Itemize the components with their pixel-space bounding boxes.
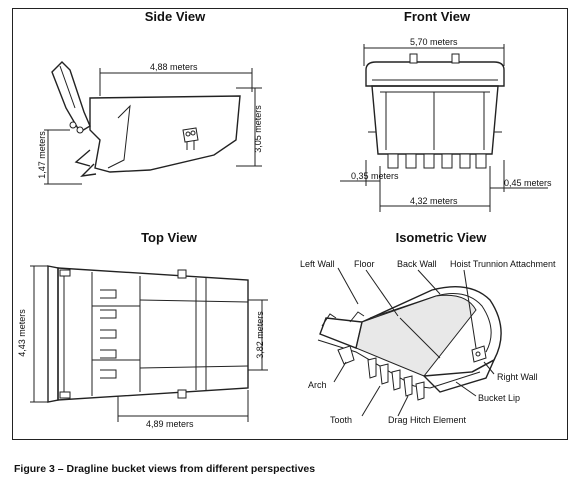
side-view-title: Side View	[144, 9, 206, 24]
label-drag-hitch: Drag Hitch Element	[388, 415, 467, 425]
dim-top-length: 4,89 meters	[146, 419, 194, 429]
label-arch: Arch	[308, 380, 327, 390]
dim-front-width: 5,70 meters	[410, 37, 458, 47]
label-back-wall: Back Wall	[397, 259, 437, 269]
front-view-title: Front View	[403, 9, 471, 24]
figure-caption: Figure 3 – Dragline bucket views from di…	[14, 463, 316, 475]
dim-front-right: 0,45 meters	[504, 178, 552, 188]
label-hoist-trunnion: Hoist Trunnion Attachment	[450, 259, 556, 269]
isometric-view-drawing	[317, 267, 502, 417]
dim-side-length: 4,88 meters	[150, 62, 198, 72]
label-right-wall: Right Wall	[497, 372, 538, 382]
dim-top-inner: 3,82 meters	[255, 311, 265, 359]
label-left-wall: Left Wall	[300, 259, 335, 269]
dim-front-inner: 4,32 meters	[410, 196, 458, 206]
figure-frame	[12, 8, 568, 440]
top-view-title: Top View	[141, 230, 197, 245]
dim-top-width: 4,43 meters	[17, 309, 27, 357]
front-view-drawing	[340, 44, 548, 212]
label-floor: Floor	[354, 259, 375, 269]
isometric-view-title: Isometric View	[395, 230, 487, 245]
side-view-drawing	[44, 61, 262, 185]
dim-side-height: 3,05 meters	[253, 105, 263, 153]
label-tooth: Tooth	[330, 415, 353, 425]
label-bucket-lip: Bucket Lip	[478, 393, 521, 403]
dim-front-left: 0,35 meters	[351, 171, 399, 181]
dim-side-tooth: 1,47 meters	[37, 131, 47, 179]
top-view-drawing	[30, 265, 268, 422]
